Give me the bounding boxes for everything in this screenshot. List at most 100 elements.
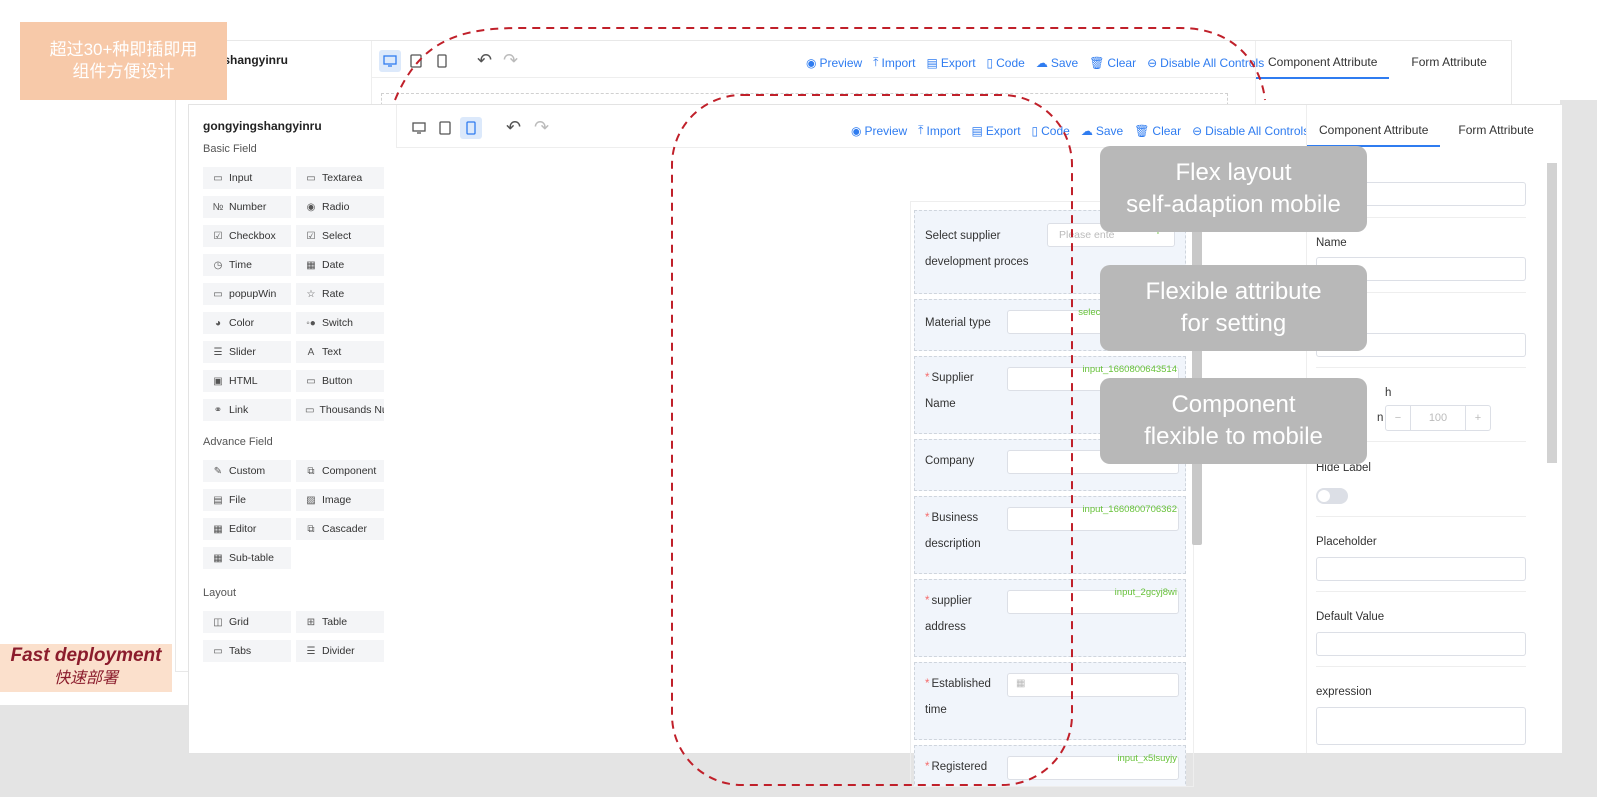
tablet-view-icon[interactable] [434,117,456,139]
palette-item-button[interactable]: ▭Button [296,370,384,392]
mobile-view-icon[interactable] [460,117,482,139]
radio-icon: ◉ [306,201,316,213]
divider [1316,666,1526,667]
palette-item-checkbox[interactable]: ☑Checkbox [203,225,291,247]
code-button[interactable]: ▯Code [1031,123,1070,138]
palette-item-file[interactable]: ▤File [203,489,291,511]
export-button[interactable]: ▤Export [971,123,1021,138]
upload-icon: ⤒ [873,55,879,69]
component-palette: gongyingshangyinru Basic Field ▭Input ▭T… [189,105,397,753]
clear-button[interactable]: 🗑Clear [1134,123,1182,138]
palette-item-link[interactable]: ⚭Link [203,399,291,421]
palette-item-image[interactable]: ▨Image [296,489,384,511]
palette-item-grid[interactable]: ◫Grid [203,611,291,633]
placeholder-input[interactable] [1316,557,1526,581]
palette-item-custom[interactable]: ✎Custom [203,460,291,482]
back-preview-button[interactable]: ◉Preview [806,55,863,70]
back-export-button[interactable]: ▤Export [926,55,976,70]
hide-label-switch[interactable] [1316,488,1348,504]
field-date-picker[interactable]: ▦ [1007,673,1179,697]
width-stepper[interactable]: − 100 + [1385,405,1491,431]
palette-item-tabs[interactable]: ▭Tabs [203,640,291,662]
html-icon: ▣ [213,375,223,387]
back-save-button[interactable]: ☁Save [1035,55,1079,70]
editor-icon: ▦ [213,523,223,535]
back-import-button[interactable]: ⤒Import [873,55,916,70]
increment-button[interactable]: + [1465,406,1490,430]
palette-item-html[interactable]: ▣HTML [203,370,291,392]
form-row[interactable]: *Business description input_166080070636… [914,496,1186,574]
form-row[interactable]: *Established time ▦ [914,662,1186,740]
palette-item-input[interactable]: ▭Input [203,167,291,189]
front-toolbar: ↶ ↷ ◉Preview ⤒Import ▤Export ▯Code ☁Save… [396,105,1310,148]
form-row[interactable]: *Registered input_x5lsuyjy [914,745,1186,786]
desktop-view-icon[interactable] [408,117,430,139]
palette-item-component[interactable]: ⧉Component [296,460,384,482]
input-icon: ▭ [305,404,315,416]
advance-field-title: Advance Field [203,436,273,448]
palette-item-textarea[interactable]: ▭Textarea [296,167,384,189]
palette-item-divider[interactable]: ☰Divider [296,640,384,662]
field-label: Company [925,455,975,467]
popup-icon: ▭ [213,288,223,300]
hide-label-label: Hide Label [1316,462,1371,474]
preview-button[interactable]: ◉Preview [851,123,908,138]
undo-icon[interactable]: ↶ [506,117,522,137]
divider [1316,217,1526,218]
scrollbar-thumb[interactable] [1547,163,1557,463]
tablet-view-icon[interactable] [405,50,427,72]
puzzle-icon: ⧉ [307,465,315,477]
input-icon: ▭ [213,172,223,184]
form-row[interactable]: *supplier address input_2gcyj8wi [914,579,1186,657]
tab-component-attribute[interactable]: Component Attribute [1307,113,1441,147]
import-button[interactable]: ⤒Import [918,123,961,138]
back-code-button[interactable]: ▯Code [986,55,1025,70]
attribute-tabs: Component Attribute Form Attribute [1307,113,1546,147]
clock-icon: ◷ [213,259,223,271]
field-label: *Registered [925,761,988,773]
back-disable-controls-button[interactable]: ⊖Disable All Controls [1147,55,1265,70]
export-icon: ▤ [971,123,983,138]
undo-icon[interactable]: ↶ [477,50,493,70]
attribute-scrollbar[interactable] [1546,151,1558,751]
star-icon: ☆ [306,288,316,300]
palette-item-popupwin[interactable]: ▭popupWin [203,283,291,305]
palette-item-subtable[interactable]: ▦Sub-table [203,547,291,569]
palette-item-select[interactable]: ☑Select [296,225,384,247]
palette-item-color[interactable]: ◕Color [203,312,291,334]
palette-item-switch[interactable]: ◦●Switch [296,312,384,334]
app-name: gongyingshangyinru [203,119,322,133]
redo-icon[interactable]: ↷ [503,50,519,70]
disable-controls-button[interactable]: ⊖Disable All Controls [1192,123,1310,138]
calendar-icon: ▦ [306,259,316,271]
expression-textarea[interactable] [1316,707,1526,745]
palette-item-radio[interactable]: ◉Radio [296,196,384,218]
mobile-view-icon[interactable] [431,50,453,72]
trash-icon: 🗑 [1089,55,1105,70]
table-icon: ⊞ [306,616,316,628]
decrement-button[interactable]: − [1386,406,1411,430]
desktop-view-icon[interactable] [379,50,401,72]
cloud-icon: ☁ [1080,123,1093,138]
back-tab-form-attribute[interactable]: Form Attribute [1411,55,1487,69]
tab-form-attribute[interactable]: Form Attribute [1458,123,1534,137]
palette-item-rate[interactable]: ☆Rate [296,283,384,305]
palette-item-date[interactable]: ▦Date [296,254,384,276]
stepper-value: 100 [1428,412,1448,424]
palette-item-table[interactable]: ⊞Table [296,611,384,633]
feature-flexible-attribute-callout: Flexible attribute for setting [1100,265,1367,351]
palette-item-time[interactable]: ◷Time [203,254,291,276]
palette-item-editor[interactable]: ▦Editor [203,518,291,540]
field-tag: input_1660800706362 [1082,504,1177,515]
back-clear-button[interactable]: 🗑Clear [1089,55,1137,70]
cascader-icon: ⧉ [307,523,315,535]
palette-item-slider[interactable]: ☰Slider [203,341,291,363]
palette-item-thousands-number[interactable]: ▭Thousands Nu [296,399,384,421]
default-value-input[interactable] [1316,632,1526,656]
palette-item-cascader[interactable]: ⧉Cascader [296,518,384,540]
redo-icon[interactable]: ↷ [534,117,550,137]
back-tab-component-attribute[interactable]: Component Attribute [1256,45,1390,79]
save-button[interactable]: ☁Save [1080,123,1124,138]
